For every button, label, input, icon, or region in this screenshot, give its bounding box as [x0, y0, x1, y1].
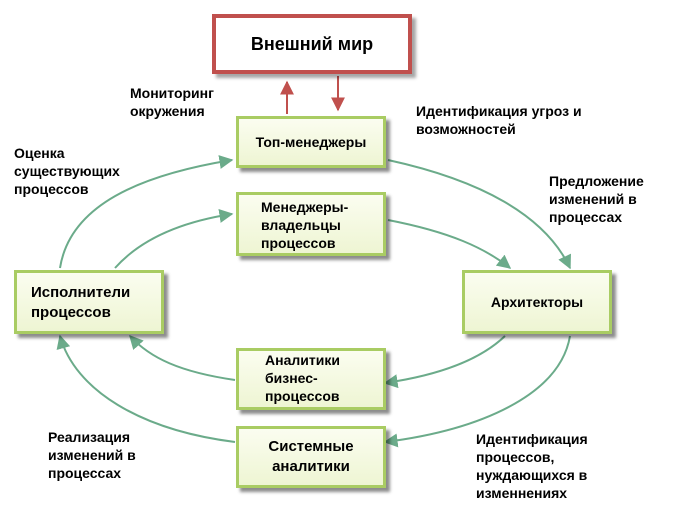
arrow-architects-to-system [383, 335, 571, 448]
monitoring-line: Мониторинг [130, 85, 214, 101]
implementation-line: процессах [48, 465, 122, 481]
arrow-system-to-executors [56, 334, 236, 443]
system-analysts-line: аналитики [272, 458, 350, 475]
process-owners-line: владельцы [261, 217, 341, 233]
monitoring-label: Мониторинг окружения [130, 84, 214, 120]
arrow-owners-to-architects [387, 219, 512, 269]
implementation-line: изменений в [48, 447, 136, 463]
architects-box: Архитекторы [462, 270, 612, 334]
system-analysts-line: Системные [268, 438, 354, 455]
architects-label: Архитекторы [490, 294, 584, 310]
process-executors-line: Исполнители [31, 284, 131, 301]
assessment-label: Оценка существующих процессов [14, 144, 120, 198]
arrow-architects-to-business [383, 335, 506, 389]
process-owners-line: Менеджеры- [261, 199, 349, 215]
system-analysts-box: Системные аналитики [236, 426, 386, 488]
business-analysts-line: Аналитики [265, 352, 340, 368]
proposals-line: изменений в [549, 191, 637, 207]
identification-label: Идентификация процессов, нуждающихся в и… [476, 430, 588, 502]
process-owners-box: Менеджеры- владельцы процессов [236, 192, 386, 256]
identification-line: нуждающихся в [476, 467, 588, 483]
identification-line: изменнениях [476, 485, 568, 501]
implementation-label: Реализация изменений в процессах [48, 428, 136, 482]
identification-line: процессов, [476, 449, 555, 465]
assessment-line: существующих [14, 163, 120, 179]
monitoring-line: окружения [130, 103, 205, 119]
arrow-top-to-architects [387, 159, 571, 270]
business-analysts-box: Аналитики бизнес- процессов [236, 348, 386, 410]
assessment-line: Оценка [14, 145, 65, 161]
identification-line: Идентификация [476, 431, 588, 447]
proposals-line: Предложение [549, 173, 644, 189]
implementation-line: Реализация [48, 429, 131, 445]
process-owners-line: процессов [261, 235, 336, 251]
proposals-label: Предложение изменений в процессах [549, 172, 644, 226]
arrow-business-to-executors [129, 334, 236, 381]
threats-line: возможностей [416, 121, 516, 137]
arrow-executors-to-top [59, 155, 234, 269]
process-executors-line: процессов [31, 304, 111, 321]
top-managers-box: Топ-менеджеры [236, 116, 386, 168]
top-managers-label: Топ-менеджеры [255, 134, 367, 150]
external-world-label: Внешний мир [250, 33, 374, 54]
business-analysts-line: процессов [265, 388, 340, 404]
arrow-executors-to-owners [114, 209, 234, 269]
process-executors-box: Исполнители процессов [14, 270, 164, 334]
external-world-box: Внешний мир [212, 14, 412, 74]
threats-line: Идентификация угроз и [416, 103, 582, 119]
threats-label: Идентификация угроз и возможностей [416, 102, 582, 138]
assessment-line: процессов [14, 181, 89, 197]
proposals-line: процессах [549, 209, 623, 225]
business-analysts-line: бизнес- [265, 370, 318, 386]
